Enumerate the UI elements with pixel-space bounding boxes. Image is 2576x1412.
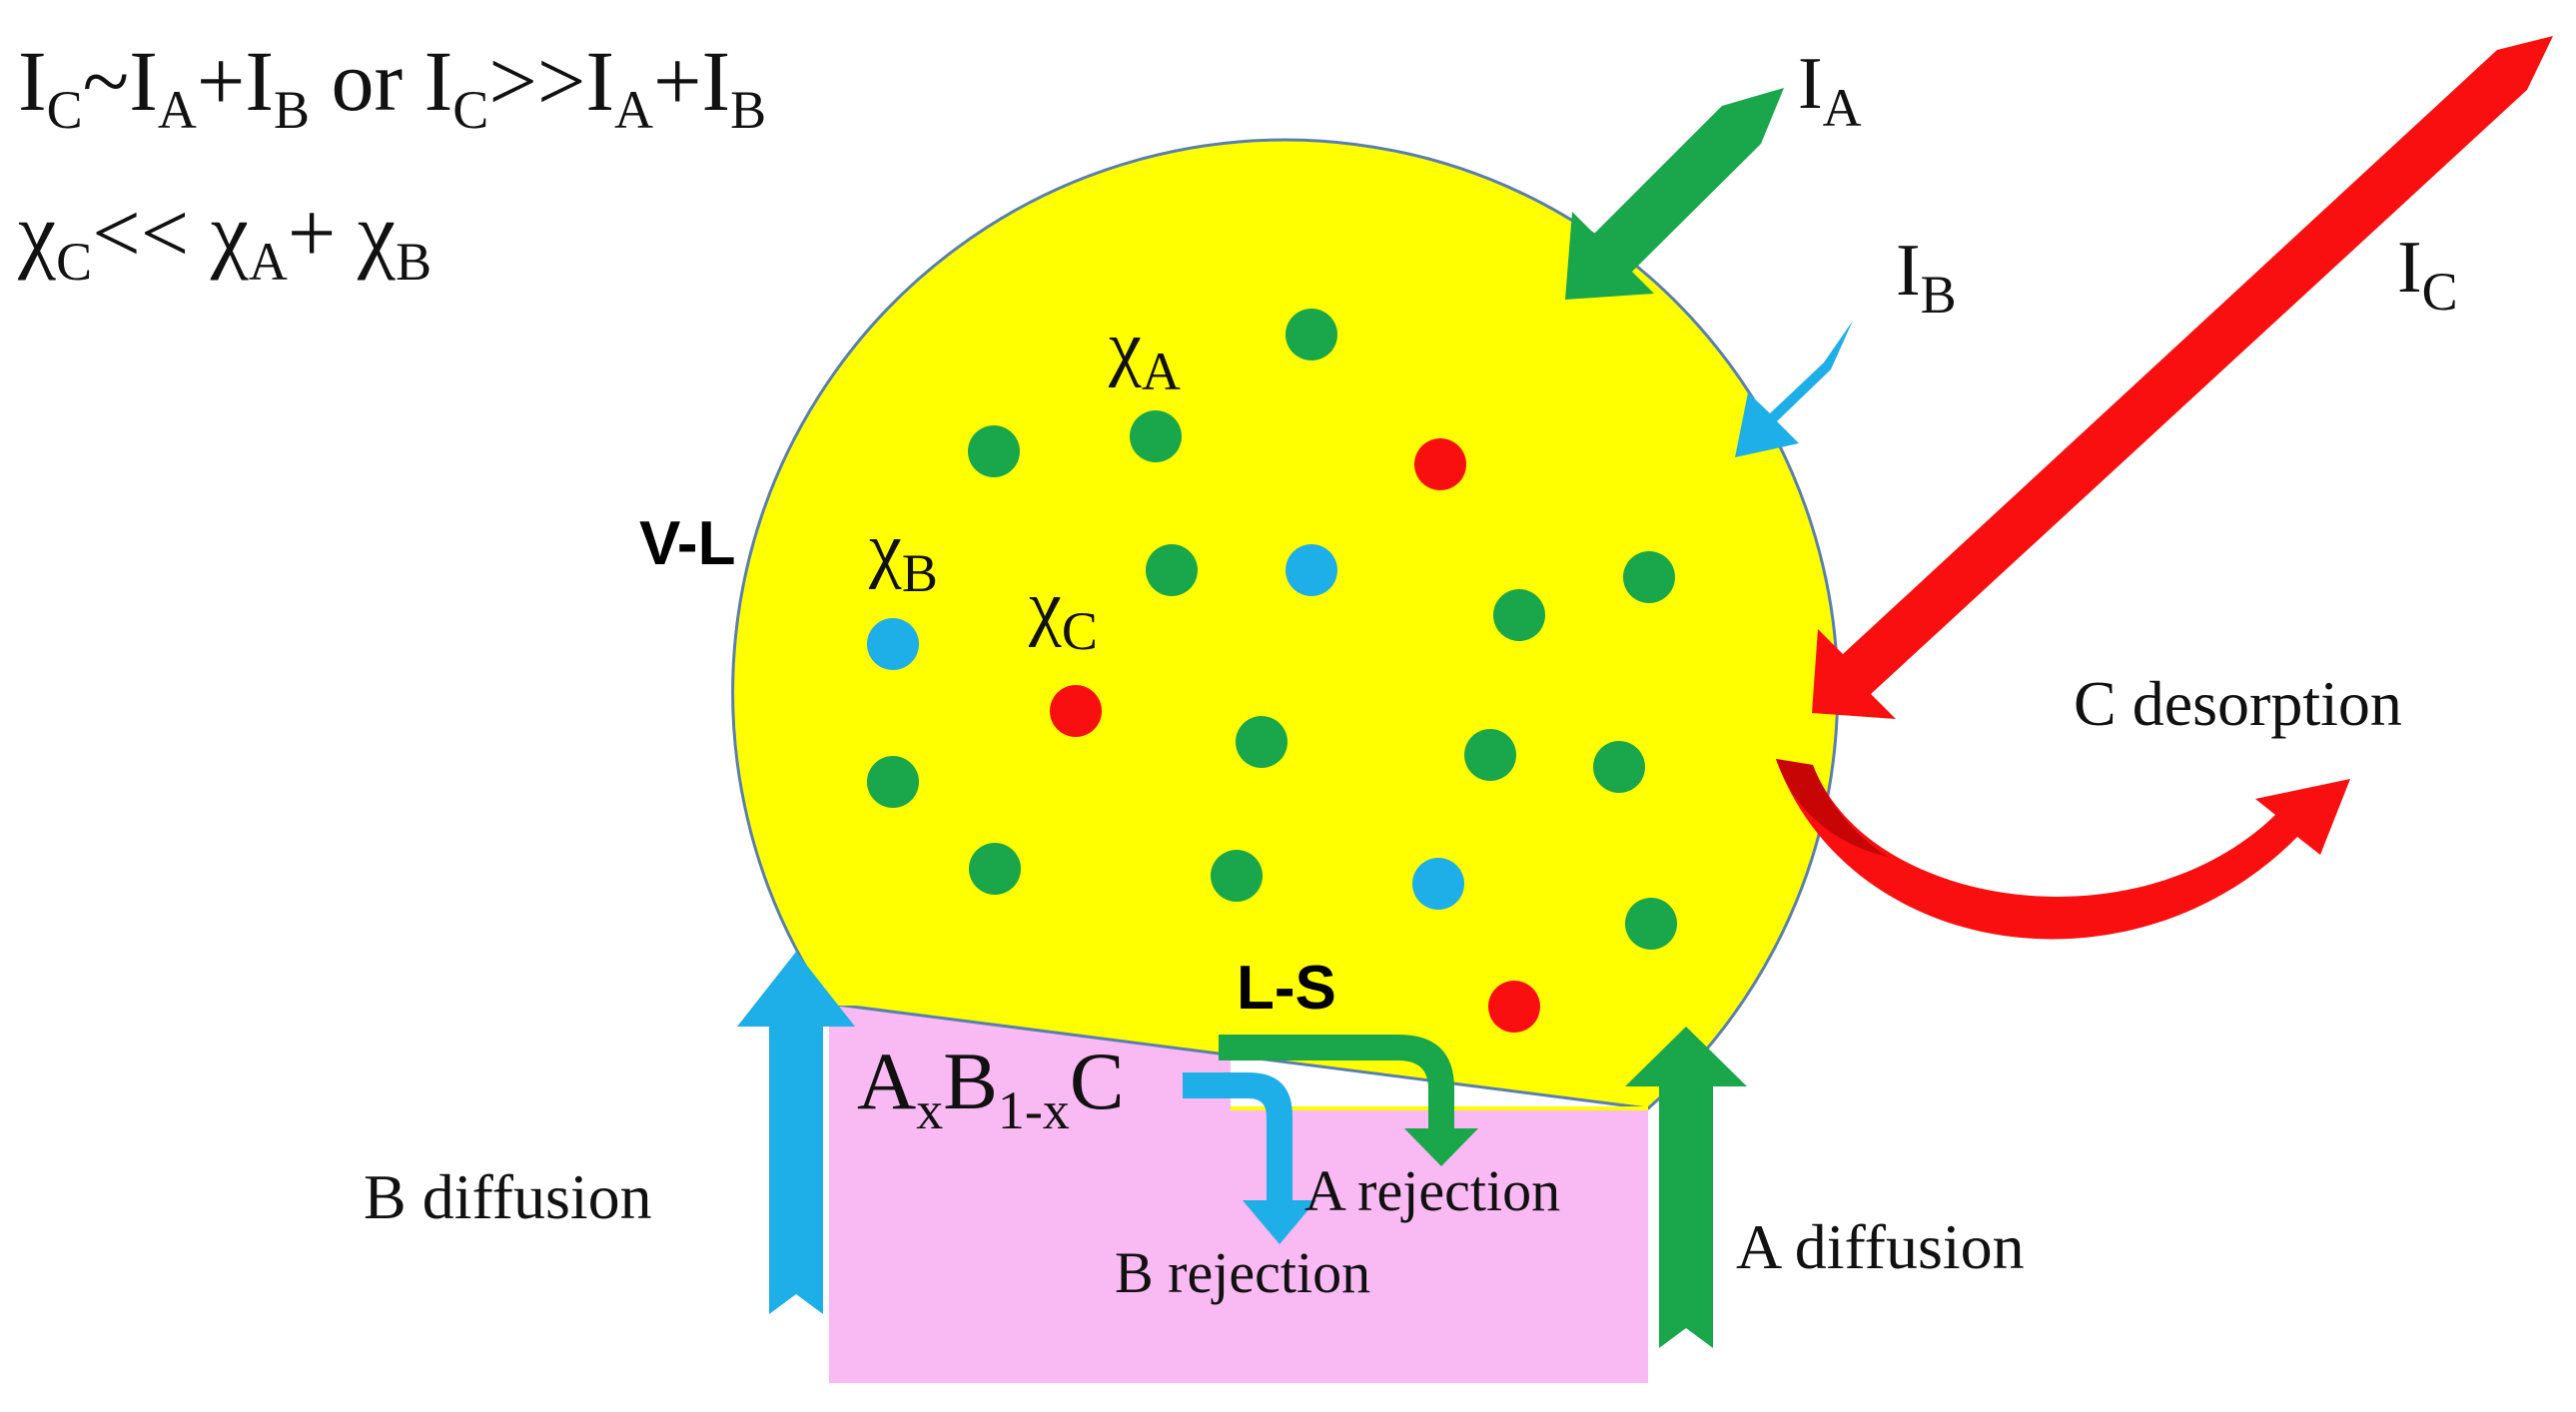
b-diffusion-arrow — [737, 952, 855, 1314]
atom-a — [1593, 741, 1645, 793]
flux-relation: IC~IA+IB or IC>>IA+IB — [18, 33, 766, 140]
atom-a — [1211, 850, 1263, 902]
a-rejection-label: A rejection — [1304, 1158, 1560, 1223]
atom-a — [1236, 716, 1288, 768]
b-rejection-label: B rejection — [1115, 1240, 1370, 1305]
b-diffusion-label: B diffusion — [364, 1161, 652, 1232]
atom-c — [1488, 981, 1540, 1033]
flux-c-arrow — [1812, 36, 2553, 719]
solid-nanowire — [829, 1004, 1648, 1383]
b-rejection-arrow — [1183, 1072, 1316, 1244]
atom-a — [1130, 410, 1182, 462]
atom-a — [1464, 729, 1516, 781]
atom-a — [867, 756, 919, 808]
a-diffusion-label: A diffusion — [1736, 1211, 2025, 1282]
atom-a — [968, 425, 1020, 477]
c-desorption-arrow — [1776, 759, 2350, 940]
flux-c-label: IC — [2397, 227, 2458, 322]
c-desorption-arrow-shade — [1776, 759, 1888, 857]
atom-a — [1493, 589, 1545, 641]
atom-a — [1623, 551, 1675, 603]
atom-b — [1412, 858, 1464, 910]
flux-b-arrow — [1735, 321, 1853, 457]
atom-c — [1414, 438, 1466, 490]
atom-b — [867, 618, 919, 670]
atom-a — [1146, 544, 1198, 596]
chi-c-label: χC — [1028, 566, 1098, 661]
a-rejection-arrow — [1219, 1035, 1478, 1166]
vl-interface-label: V-L — [639, 509, 735, 578]
c-desorption-label: C desorption — [2074, 668, 2402, 739]
atom-a — [1625, 898, 1677, 950]
concentration-relation: χC<< χA+ χB — [17, 185, 431, 292]
flux-b-label: IB — [1896, 230, 1957, 325]
solid-formula: AxB1-xC — [857, 1036, 1125, 1140]
flux-a-label: IA — [1798, 43, 1862, 138]
chi-b-label: χB — [868, 508, 938, 603]
ls-interface-label: L-S — [1237, 954, 1336, 1023]
atom-c — [1050, 685, 1102, 737]
flux-a-arrow — [1565, 88, 1784, 300]
droplet-atoms — [867, 309, 1677, 1033]
atom-a — [969, 843, 1021, 895]
chi-a-label: χA — [1108, 307, 1181, 401]
atom-a — [1286, 309, 1337, 360]
a-diffusion-arrow — [1625, 1027, 1747, 1348]
atom-b — [1286, 544, 1337, 596]
